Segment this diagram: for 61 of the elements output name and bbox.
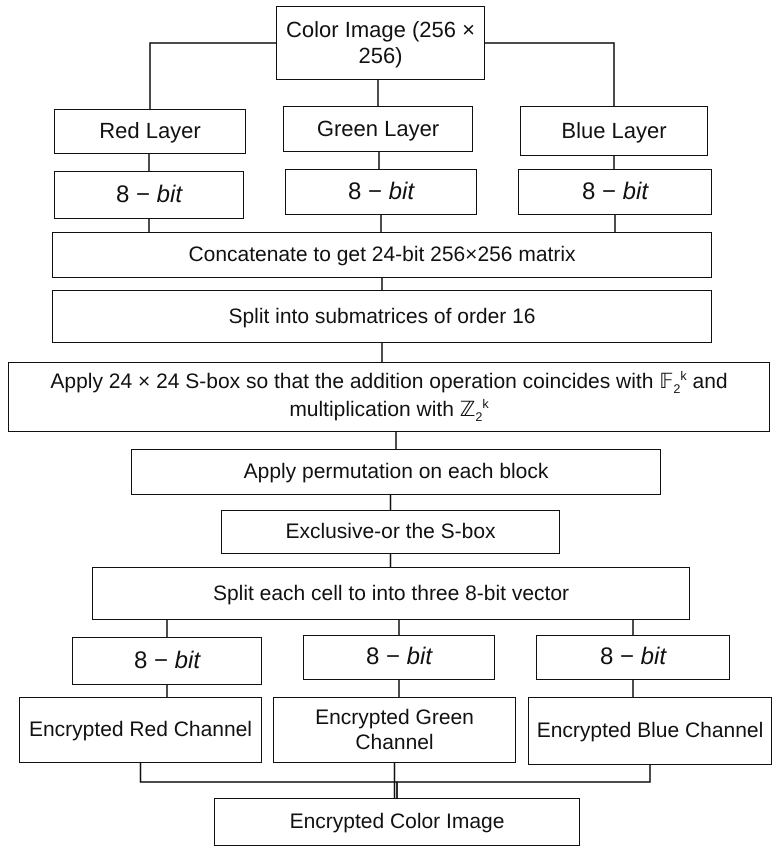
process-box [214, 798, 580, 846]
process-box [72, 637, 262, 685]
box-label: Encrypted Color Image [290, 809, 504, 835]
connector-line [377, 80, 379, 106]
process-box [536, 635, 730, 680]
process-box [518, 169, 712, 215]
connector-line [485, 42, 615, 106]
connector-line [390, 554, 392, 567]
connector-line [395, 432, 397, 449]
box-label: Encrypted Blue Channel [536, 718, 764, 744]
connector-line [396, 765, 651, 798]
connector-line [148, 154, 150, 171]
box-label: Exclusive-or the S-box [285, 519, 496, 545]
connector-line [166, 620, 168, 637]
box-label: Concatenate to get 24-bit 256×256 matrix [188, 242, 576, 268]
box-label: Split each cell to into three 8-bit vector [212, 580, 569, 606]
process-box [131, 449, 661, 495]
connector-line [149, 42, 276, 109]
connector-line [381, 278, 383, 290]
process-box [273, 697, 516, 763]
box-label: Encrypted Green Channel [314, 704, 475, 756]
connector-line [148, 219, 150, 232]
process-box [52, 290, 712, 343]
process-box [528, 697, 772, 765]
process-box [54, 171, 244, 219]
connector-line [390, 495, 392, 510]
box-label: Encrypted Red Channel [29, 717, 252, 743]
connector-line [613, 156, 615, 169]
connector-line [166, 685, 168, 697]
box-label: Apply permutation on each block [244, 459, 548, 485]
box-label: 8 − bit [134, 646, 200, 676]
connector-line [614, 215, 616, 232]
box-label: Red Layer [99, 118, 201, 145]
process-box [8, 362, 770, 432]
box-label: Green Layer [316, 116, 440, 142]
box-label: Blue Layer [561, 118, 667, 144]
process-box [276, 6, 485, 80]
process-box [221, 510, 560, 554]
process-box [92, 567, 690, 620]
process-box [19, 697, 262, 763]
box-label: 8 − bit [116, 180, 182, 210]
box-label: 8 − bit [348, 178, 414, 206]
process-box [54, 109, 246, 154]
process-box [52, 232, 712, 278]
connector-line [380, 215, 382, 232]
process-box [520, 106, 708, 156]
box-label: Split into submatrices of order 16 [228, 304, 536, 330]
process-box [285, 169, 477, 215]
connector-line [632, 680, 634, 697]
process-box [283, 106, 473, 152]
box-label: 8 − bit [600, 643, 666, 672]
connector-line [394, 763, 396, 798]
box-label: 8 − bit [366, 643, 432, 672]
box-label: Color Image (256 × 256) [285, 16, 476, 70]
connector-line [632, 620, 634, 635]
connector-line [398, 680, 400, 697]
connector-line [378, 152, 380, 169]
connector-line [398, 620, 400, 635]
connector-line [381, 343, 383, 362]
box-label: 8 − bit [582, 178, 648, 206]
process-box [303, 635, 495, 680]
